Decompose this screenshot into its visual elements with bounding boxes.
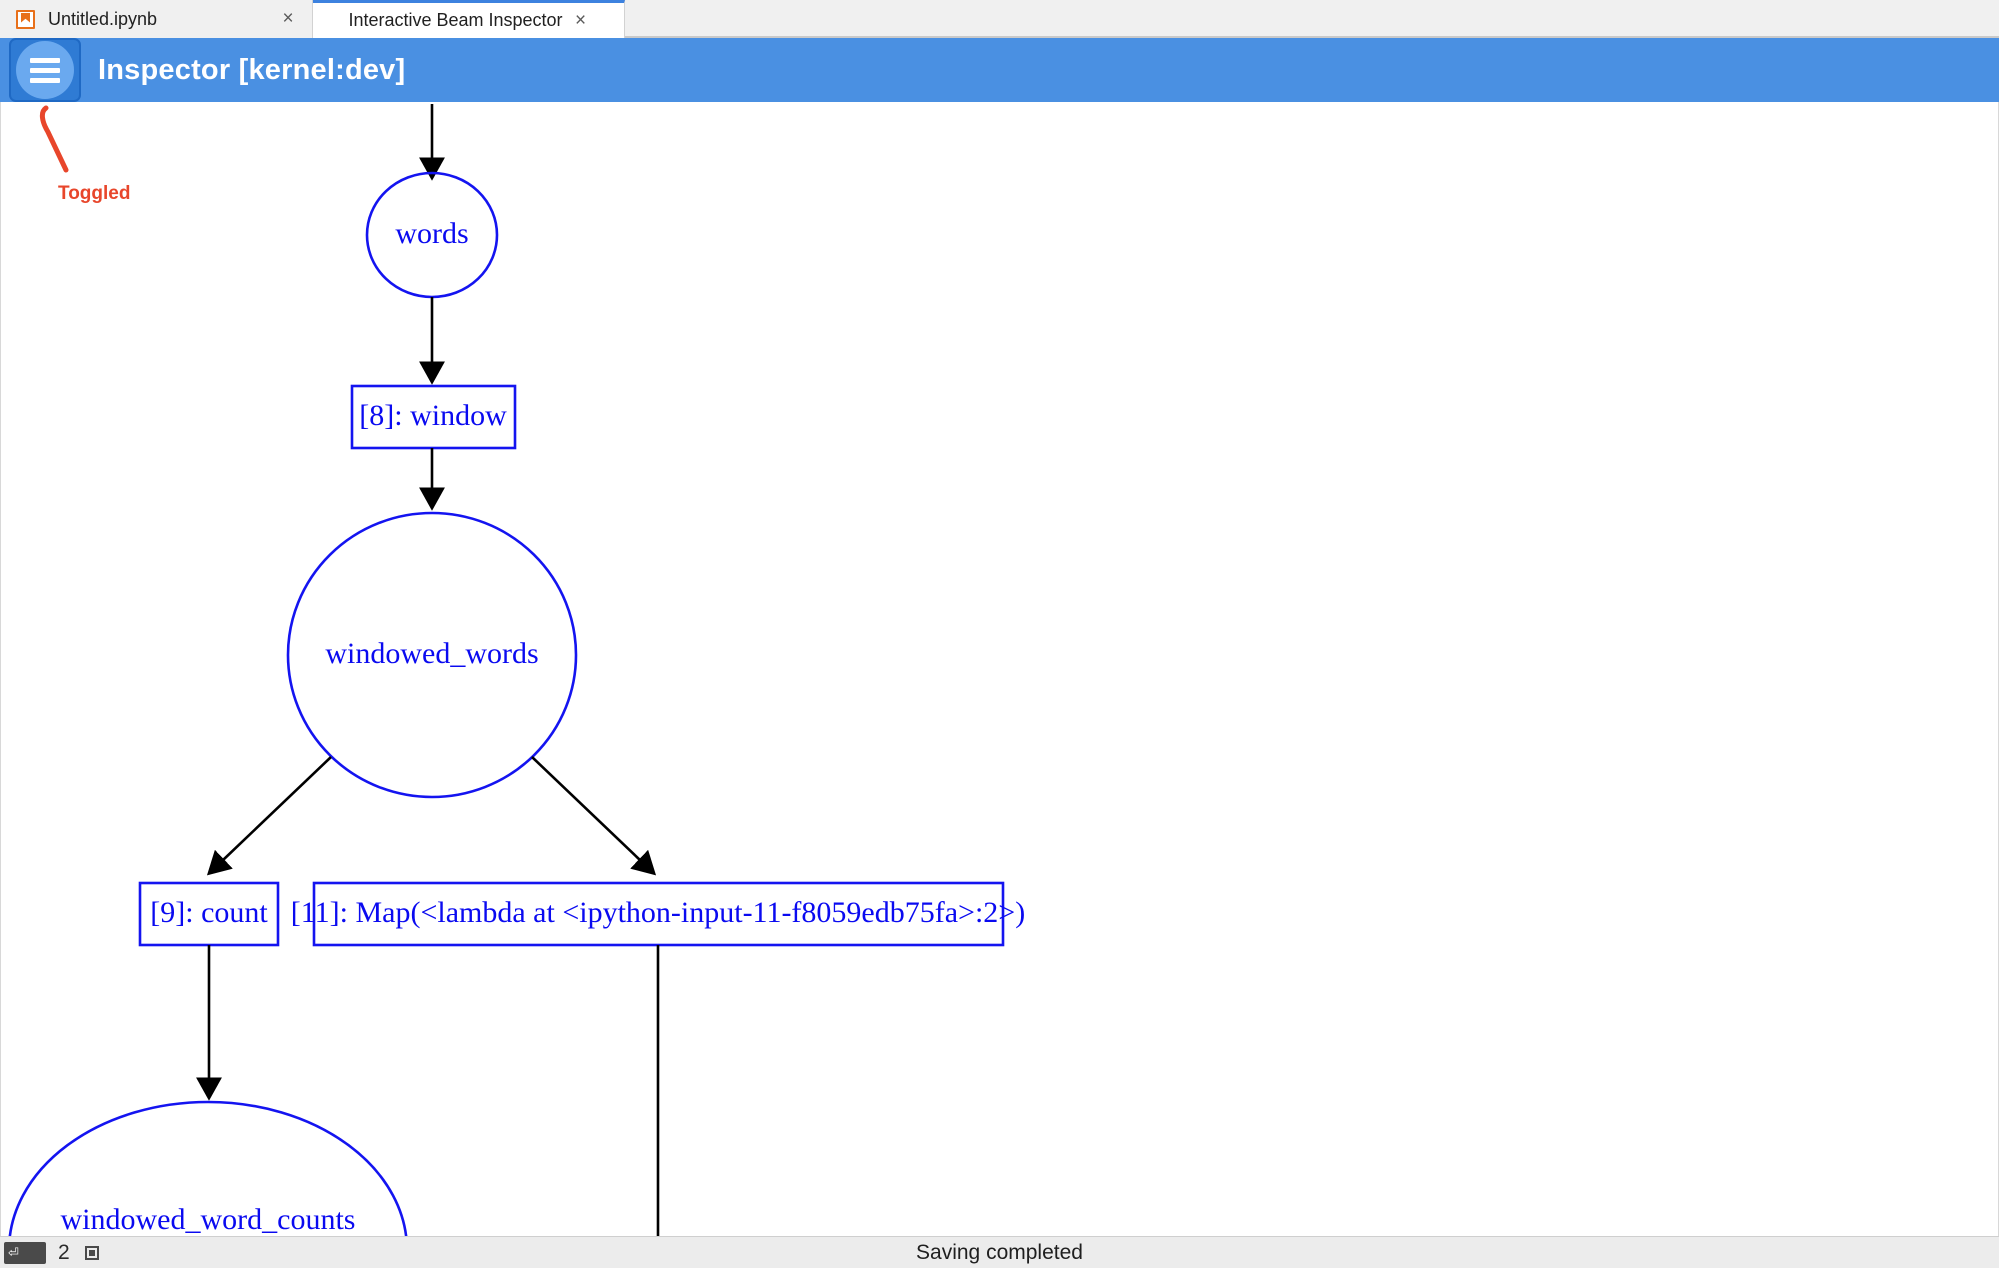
edge-windowed-words-to-count — [206, 756, 332, 876]
annotation-label: Toggled — [58, 183, 131, 204]
graph-node-label: words — [395, 217, 468, 250]
status-bar-left: ⏎ 2 — [0, 1237, 102, 1268]
graph-node-count[interactable]: [9]: count — [138, 881, 280, 947]
status-message: Saving completed — [916, 1240, 1083, 1264]
graph-node-windowed-words[interactable]: windowed_words — [286, 511, 578, 799]
pipeline-graph: words [8]: window windowed_words — [8, 104, 1025, 1236]
graph-node-label: windowed_word_counts — [61, 1203, 356, 1236]
graph-node-label: windowed_words — [325, 637, 538, 670]
kernel-icon[interactable] — [82, 1243, 102, 1263]
menu-toggle-button[interactable] — [9, 38, 81, 102]
inspector-header: Inspector [kernel:dev] — [0, 38, 1999, 102]
status-bar: ⏎ 2 Saving completed — [0, 1236, 1999, 1268]
tab-bar: Untitled.ipynb × Interactive Beam Inspec… — [0, 0, 1999, 38]
graph-node-map[interactable]: [11]: Map(<lambda at <ipython-input-11-f… — [291, 881, 1025, 947]
terminal-icon[interactable]: ⏎ — [4, 1241, 46, 1264]
tab-untitled-ipynb[interactable]: Untitled.ipynb × — [0, 0, 313, 38]
tab-label: Untitled.ipynb — [48, 8, 158, 29]
hamburger-icon — [16, 41, 74, 99]
tab-label: Interactive Beam Inspector — [348, 10, 563, 30]
page-title: Inspector [kernel:dev] — [98, 54, 406, 86]
tab-interactive-beam-inspector[interactable]: Interactive Beam Inspector × — [313, 0, 625, 38]
close-icon[interactable]: × — [574, 9, 587, 31]
graph-node-words[interactable]: words — [365, 171, 499, 299]
graph-node-window[interactable]: [8]: window — [350, 384, 517, 450]
edge-windowed-words-to-map — [531, 756, 657, 876]
notebook-icon — [16, 9, 35, 29]
close-icon[interactable]: × — [282, 8, 294, 29]
graph-canvas[interactable]: words [8]: window windowed_words — [0, 102, 1999, 1236]
graph-node-label: [11]: Map(<lambda at <ipython-input-11-f… — [291, 896, 1025, 929]
graph-node-windowed-word-counts[interactable]: windowed_word_counts — [8, 1100, 408, 1236]
graph-node-label: [8]: window — [359, 399, 507, 432]
terminal-count: 2 — [58, 1240, 70, 1264]
graph-node-label: [9]: count — [150, 896, 268, 929]
tab-bar-empty-area — [625, 0, 1999, 37]
